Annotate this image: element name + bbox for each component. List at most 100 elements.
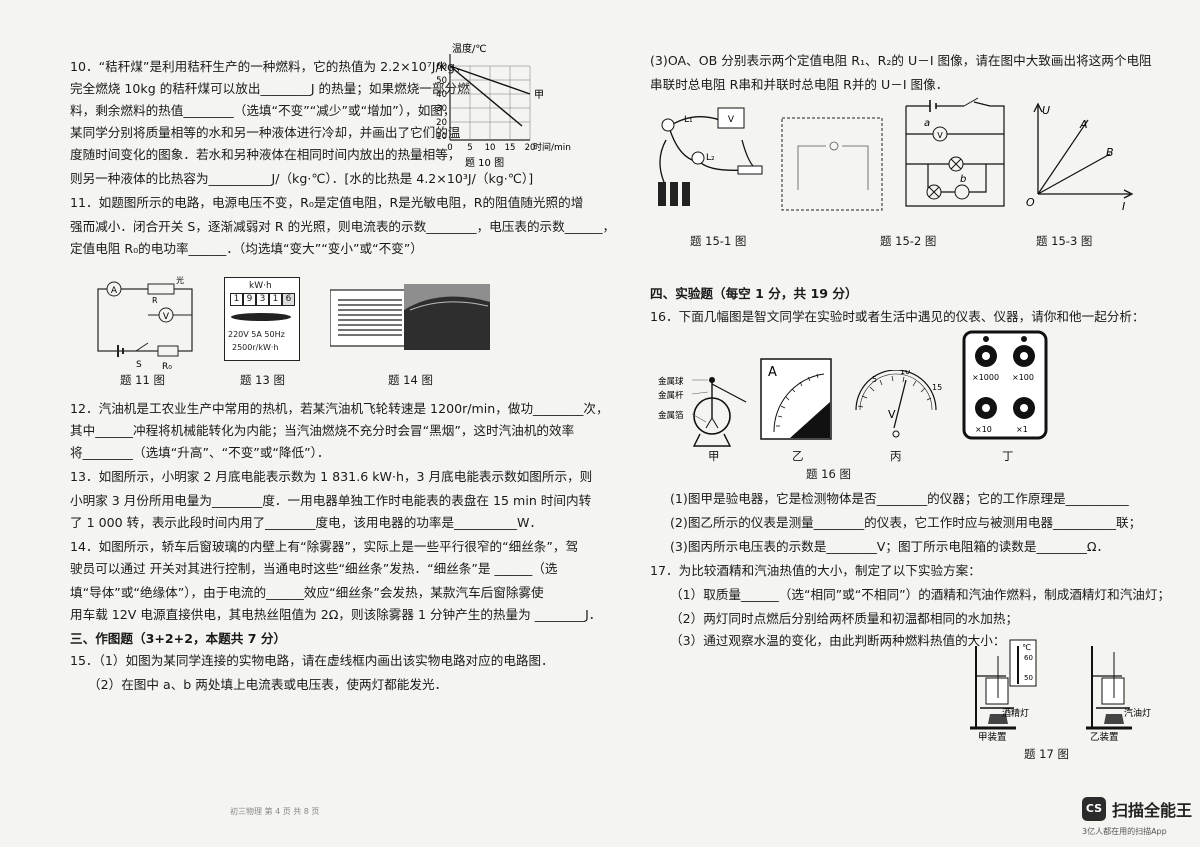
q17-line-1: 17．为比较酒精和汽油热值的大小，制定了以下实验方案：: [650, 563, 981, 578]
fig17-dev1-label: 甲装置: [978, 731, 1007, 743]
fig10-ytick: 50: [436, 76, 447, 86]
q12-line-1: 12．汽油机是工农业生产中常用的热机，若某汽油机飞轮转速是 1200r/min，…: [70, 401, 609, 416]
fig11-r-label: R: [152, 296, 158, 305]
ammeter-icon: [106, 281, 122, 297]
camscanner-name: 扫描全能王: [1112, 801, 1193, 820]
fig15-2-a-label: a: [924, 118, 930, 129]
q12-line-3: 将________（选填“升高”、“不变”或“降低”）．: [70, 445, 330, 460]
fig10-ytick: 30: [436, 104, 447, 114]
fig16-vtick: 5: [872, 375, 877, 384]
thermometer-inset: [1009, 639, 1037, 687]
battery-cell-icon: [658, 182, 666, 206]
fig16-knob-label: ×100: [1012, 373, 1034, 382]
fig17-lamp1-label: 酒精灯: [1002, 707, 1029, 719]
bulb-l2-icon: [691, 151, 705, 165]
fig16-rod-label: 金属杆: [658, 390, 684, 401]
switch-icon: [963, 97, 979, 107]
fig16-resistance-box: ×1000 ×100 ×10 ×1: [962, 330, 1048, 440]
fig10-ylabel: 温度/℃: [452, 42, 487, 55]
fig11-r0-label: R₀: [162, 362, 172, 372]
camscanner-logo-icon: CS: [1082, 797, 1106, 821]
fig16-label-d: 丁: [1002, 449, 1014, 463]
fig17-unit: ℃: [1022, 643, 1031, 652]
fig11-ammeter-label: A: [111, 286, 118, 296]
q16-part-2: (2)图乙所示的仪表是测量________的仪表，它工作时应与被测用电器____…: [670, 515, 1142, 530]
fig16-voltmeter-label: V: [888, 408, 896, 421]
q16-part-1: (1)图甲是验电器，它是检测物体是否________的仪器；它的工作原理是___…: [670, 491, 1129, 506]
fig17-tick-50: 50: [1024, 674, 1033, 682]
fig10-ytick: 20: [436, 118, 447, 128]
photoresistor-icon: [147, 283, 175, 295]
q10-line-5: 度随时间变化的图象．若水和另种液体在相同时间内放出的热量相等，: [70, 147, 461, 162]
fig15-3-ui-graph: U I O A B: [1026, 102, 1134, 213]
line-ob: [1037, 153, 1111, 195]
q14-line-3: 填“导体”或“绝缘体”），由于电流的______效应“细丝条”会发热，某款汽车后…: [70, 585, 544, 600]
fig11-circuit: A 光 R V S R₀: [97, 275, 193, 372]
switch-icon: [737, 165, 763, 175]
fig10-ytick: 60: [436, 62, 447, 72]
q11-line-2: 强而减小．闭合开关 S，逐渐减弱对 R 的光照，则电流表的示数________，…: [70, 219, 616, 234]
q10-line-4: 某同学分别将质量相等的水和另一种液体进行冷却，并画出了它们的温: [70, 125, 461, 140]
q17-line-2: （1）取质量______（选“相同”或“不相同”）的酒精和汽油作燃料，制成酒精灯…: [670, 587, 1171, 602]
q14-line-1: 14．如图所示，轿车后窗玻璃的内壁上有“除雾器”，实际上是一些平行很窄的“细丝条…: [70, 539, 579, 554]
q10-line-2: 完全燃烧 10kg 的秸秆煤可以放出________J 的热量；如果燃烧一部分燃: [70, 81, 470, 96]
fig11-s-label: S: [136, 360, 142, 370]
section-4-heading: 四、实验题（每空 1 分，共 19 分）: [650, 286, 858, 301]
section-3-heading: 三、作图题（3+2+2，本题共 7 分）: [70, 631, 287, 646]
fig10-ytick: 40: [436, 90, 447, 100]
q15-line-2: （2）在图中 a、b 两处填上电流表或电压表，使两灯都能发光．: [88, 677, 448, 692]
fig16-label-c: 丙: [890, 449, 902, 463]
meter-digit: 1: [230, 293, 243, 306]
metal-ball-icon: [709, 377, 715, 383]
fig14-caption: 题 14 图: [388, 373, 433, 387]
fig17-tick-60: 60: [1024, 654, 1033, 662]
fig16-knob-label: ×1000: [972, 373, 999, 382]
fig15-3-i-label: I: [1122, 200, 1125, 213]
fig10-xtick: 5: [467, 143, 472, 153]
q13-line-3: 了 1 000 转，表示此段时间内用了________度电，该用电器的功率是__…: [70, 515, 543, 530]
fig15-l1-label: L₁: [684, 115, 693, 125]
lamp-icon: [1104, 714, 1124, 724]
fig17-dev2-label: 乙装置: [1090, 731, 1119, 743]
fig16-voltmeter: 5 10 15 V: [855, 370, 942, 438]
fig13-spec: 220V 5A 50Hz: [228, 330, 285, 339]
q17-line-4: （3）通过观察水温的变化，由此判断两种燃料热值的大小：: [670, 633, 1006, 648]
fig15-2-b-label: b: [960, 174, 966, 185]
fig17-lamp2-label: 汽油灯: [1124, 707, 1151, 719]
fig11-voltmeter-label: V: [163, 312, 170, 322]
gasoline-lamp-device: 汽油灯: [1086, 646, 1151, 730]
q13-line-1: 13．如图所示，小明家 2 月底电能表示数为 1 831.6 kW·h，3 月底…: [70, 469, 593, 484]
fig10-caption: 题 10 图: [465, 157, 504, 169]
fig16-label-b: 乙: [792, 449, 804, 463]
fig16-vtick: 15: [932, 383, 942, 392]
fig16-ammeter: A: [760, 358, 832, 440]
fig16-label-a: 甲: [708, 449, 720, 463]
meter-digit: 9: [243, 293, 256, 306]
fig16-ball-label: 金属球: [658, 376, 684, 387]
q11-line-3: 定值电阻 R₀的电功率______．（均选填“变大”“变小”或“不变”）: [70, 241, 423, 256]
meter-digit: 6: [282, 293, 295, 306]
fig13-energy-meter: kW·h 1 9 3 1 6 220V 5A 50Hz 2500r/kW·h: [224, 277, 300, 361]
q10-line-6: 则另一种液体的比热容为__________J/（kg·℃）．[水的比热是 4.2…: [70, 171, 534, 186]
fig15-2-caption: 题 15-2 图: [880, 234, 937, 248]
fig15-3-caption: 题 15-3 图: [1036, 234, 1093, 248]
q16-intro: 16．下面几幅图是智文同学在实验时或者生活中遇见的仪表、仪器，请你和他一起分析：: [650, 309, 1145, 324]
alcohol-lamp-device: ℃ 60 50 酒精灯: [970, 639, 1037, 730]
resistor-r0-icon: [157, 345, 179, 357]
fig16-knob-label: ×10: [975, 425, 992, 434]
q12-line-2: 其中______冲程将机械能转化为内能；当汽油燃烧不充分时会冒“黑烟”，这时汽油…: [70, 423, 575, 438]
fig10-graph: 温度/℃ 60 50 40 30 20 10 0 5 10 15 20 时间/m…: [436, 42, 571, 169]
fig14-rear-window-photo: [330, 284, 490, 350]
fig16-caption: 题 16 图: [806, 467, 851, 481]
knob-icon: [975, 345, 1035, 419]
right-page: (3)OA、OB 分别表示两个定值电阻 R₁、R₂的 U－I 图像，请在图中大致…: [600, 0, 1200, 847]
q11-line-1: 11．如题图所示的电路，电源电压不变，R₀是定值电阻，R是光敏电阻，R的阻值随光…: [70, 195, 584, 210]
voltmeter-pointer: [893, 379, 907, 429]
fig10-xtick: 0: [447, 143, 452, 153]
q16-part-3: (3)图丙所示电压表的示数是________V；图丁所示电阻箱的读数是_____…: [670, 539, 1110, 554]
fig16-electroscope: 金属球 金属杆 金属箔: [658, 376, 747, 447]
lamp-icon: [988, 714, 1008, 724]
fig10-ytick: 10: [436, 132, 447, 142]
left-page-footer: 初三物理 第 4 页 共 8 页: [230, 807, 320, 816]
meter-digit: 1: [269, 293, 282, 306]
